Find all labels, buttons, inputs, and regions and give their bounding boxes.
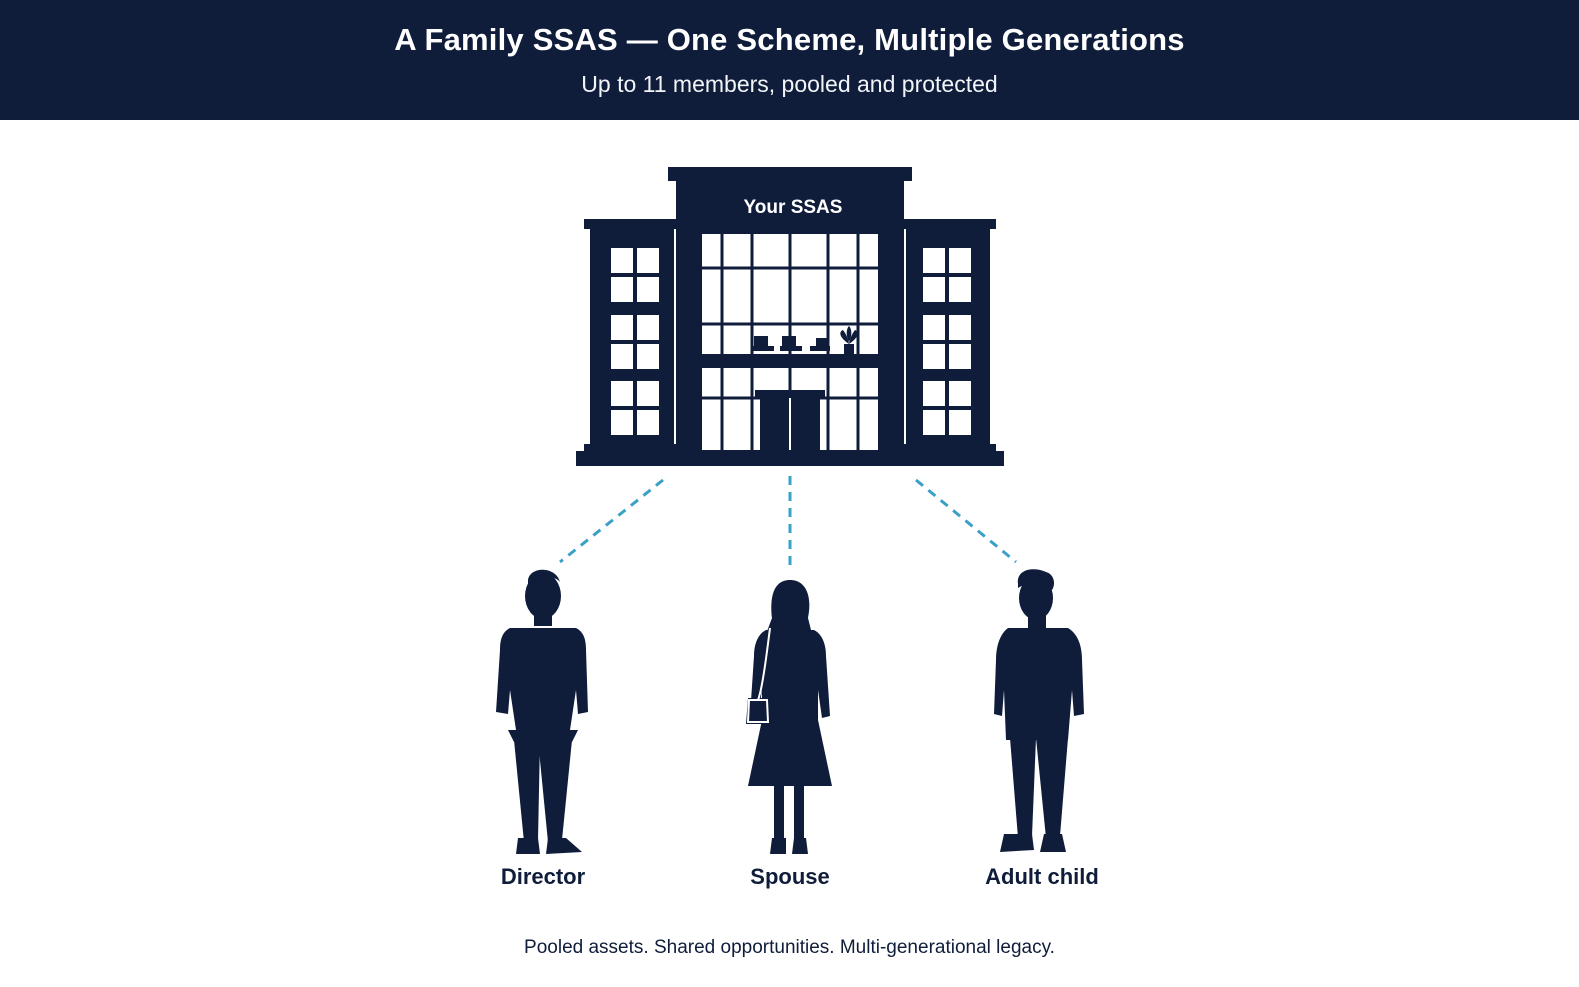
handbag-strap — [757, 627, 771, 701]
man-silhouette-icon — [496, 569, 588, 854]
tagline: Pooled assets. Shared opportunities. Mul… — [524, 937, 1055, 958]
left-wing-windows — [611, 248, 659, 435]
member-label-director: Director — [500, 864, 586, 889]
handbag-outline — [746, 699, 770, 723]
connector-lines — [559, 476, 1017, 566]
member-label-adult-child: Adult child — [985, 864, 1099, 889]
page-subtitle: Up to 11 members, pooled and protected — [581, 71, 998, 97]
header-banner: A Family SSAS — One Scheme, Multiple Gen… — [0, 0, 1579, 120]
connector-adult-child — [915, 478, 1017, 564]
connector-director — [559, 478, 664, 564]
young-man-silhouette-icon — [994, 569, 1084, 852]
lounge-chairs-icon — [752, 336, 830, 351]
diagram-canvas: Your SSAS — [496, 167, 1084, 854]
woman-silhouette-icon — [746, 580, 832, 854]
right-wing-windows — [923, 248, 971, 435]
building-sign: Your SSAS — [744, 197, 843, 218]
potted-plant-icon — [840, 326, 858, 354]
page-title: A Family SSAS — One Scheme, Multiple Gen… — [394, 22, 1185, 57]
member-label-spouse: Spouse — [750, 864, 830, 889]
